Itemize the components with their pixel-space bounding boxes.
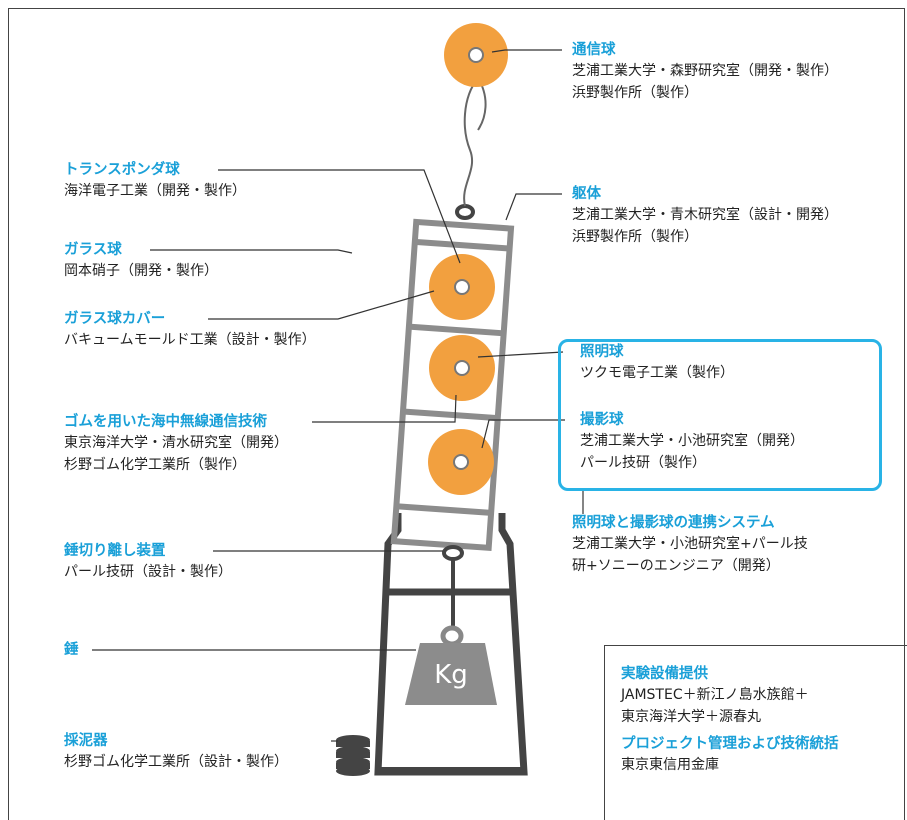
transponder-line-1: 海洋電子工業（開発・製作） — [64, 183, 246, 199]
glass-cover-label: ガラス球カバー バキュームモールド工業（設計・製作） — [64, 309, 316, 351]
weight-title: 錘 — [64, 642, 79, 658]
glass-cover-line-1: バキュームモールド工業（設計・製作） — [64, 332, 316, 348]
lighting-ball — [429, 335, 495, 401]
rubber-comm-label: ゴムを用いた海中無線通信技術 東京海洋大学・清水研究室（開発） 杉野ゴム化学工業… — [64, 412, 288, 476]
lighting-camera-group-box — [558, 339, 882, 491]
glass-cover-title: ガラス球カバー — [64, 311, 166, 327]
pm-title: プロジェクト管理および技術統括 — [621, 736, 839, 752]
weight-label: Kg — [434, 660, 468, 690]
stand-fill — [378, 767, 524, 775]
camera-ball — [428, 429, 494, 495]
lighting-ball-line-1: ツクモ電子工業（製作） — [580, 365, 734, 381]
body-line-2: 浜野製作所（製作） — [572, 229, 698, 245]
body-label: 躯体 芝浦工業大学・青木研究室（設計・開発） 浜野製作所（製作） — [572, 184, 838, 248]
body-frame — [390, 218, 515, 551]
weight-release-label: 錘切り離し装置 パール技研（設計・製作） — [64, 541, 232, 583]
weight-icon — [405, 625, 497, 705]
linkage-label: 照明球と撮影球の連携システム 芝浦工業大学・小池研究室+パール技 研+ソニーのエ… — [572, 513, 808, 577]
transponder-label: トランスポンダ球 海洋電子工業（開発・製作） — [64, 160, 246, 202]
glass-ball — [429, 254, 495, 320]
rubber-comm-title: ゴムを用いた海中無線通信技術 — [64, 414, 267, 430]
lighting-ball-label: 照明球 ツクモ電子工業（製作） — [580, 342, 734, 384]
glass-ball-title: ガラス球 — [64, 242, 122, 258]
body-line-1: 芝浦工業大学・青木研究室（設計・開発） — [572, 207, 838, 223]
facility-line-2: 東京海洋大学＋源春丸 — [621, 709, 761, 725]
top-shackle — [455, 204, 475, 220]
release-shackle — [442, 545, 464, 626]
sampler-label: 採泥器 杉野ゴム化学工業所（設計・製作） — [64, 731, 288, 773]
camera-ball-line-2: パール技研（製作） — [580, 455, 706, 471]
comm-ball-title: 通信球 — [572, 42, 616, 58]
sampler-title: 採泥器 — [64, 733, 108, 749]
facility-line-1: JAMSTEC＋新江ノ島水族館＋ — [621, 687, 809, 703]
camera-ball-title: 撮影球 — [580, 412, 624, 428]
leader-lines — [92, 49, 584, 742]
comm-ball — [444, 23, 508, 87]
weight-release-line-1: パール技研（設計・製作） — [64, 564, 232, 580]
body-title: 躯体 — [572, 186, 601, 202]
comm-ball-label: 通信球 芝浦工業大学・森野研究室（開発・製作） 浜野製作所（製作） — [572, 40, 838, 104]
transponder-title: トランスポンダ球 — [64, 162, 180, 178]
linkage-line-1: 芝浦工業大学・小池研究室+パール技 — [572, 536, 808, 552]
linkage-title: 照明球と撮影球の連携システム — [572, 515, 775, 531]
weight-text-label: 錘 — [64, 640, 79, 660]
tether-line — [463, 77, 487, 207]
camera-ball-label: 撮影球 芝浦工業大学・小池研究室（開発） パール技研（製作） — [580, 410, 804, 474]
glass-ball-label: ガラス球 岡本硝子（開発・製作） — [64, 240, 218, 282]
rubber-comm-line-2: 杉野ゴム化学工業所（製作） — [64, 457, 246, 473]
linkage-line-2: 研+ソニーのエンジニア（開発） — [572, 558, 780, 574]
info-content: 実験設備提供 JAMSTEC＋新江ノ島水族館＋ 東京海洋大学＋源春丸 プロジェク… — [621, 664, 839, 776]
glass-ball-line-1: 岡本硝子（開発・製作） — [64, 263, 218, 279]
pm-line-1: 東京東信用金庫 — [621, 757, 719, 773]
sampler-icon — [336, 735, 370, 776]
comm-ball-line-2: 浜野製作所（製作） — [572, 85, 698, 101]
weight-release-title: 錘切り離し装置 — [64, 543, 166, 559]
facility-title: 実験設備提供 — [621, 666, 708, 682]
outer-border — [8, 8, 905, 820]
comm-ball-line-1: 芝浦工業大学・森野研究室（開発・製作） — [572, 63, 838, 79]
camera-ball-line-1: 芝浦工業大学・小池研究室（開発） — [580, 433, 804, 449]
info-box — [604, 645, 907, 820]
lighting-ball-title: 照明球 — [580, 344, 624, 360]
sampler-line-1: 杉野ゴム化学工業所（設計・製作） — [64, 754, 288, 770]
rubber-comm-line-1: 東京海洋大学・清水研究室（開発） — [64, 435, 288, 451]
